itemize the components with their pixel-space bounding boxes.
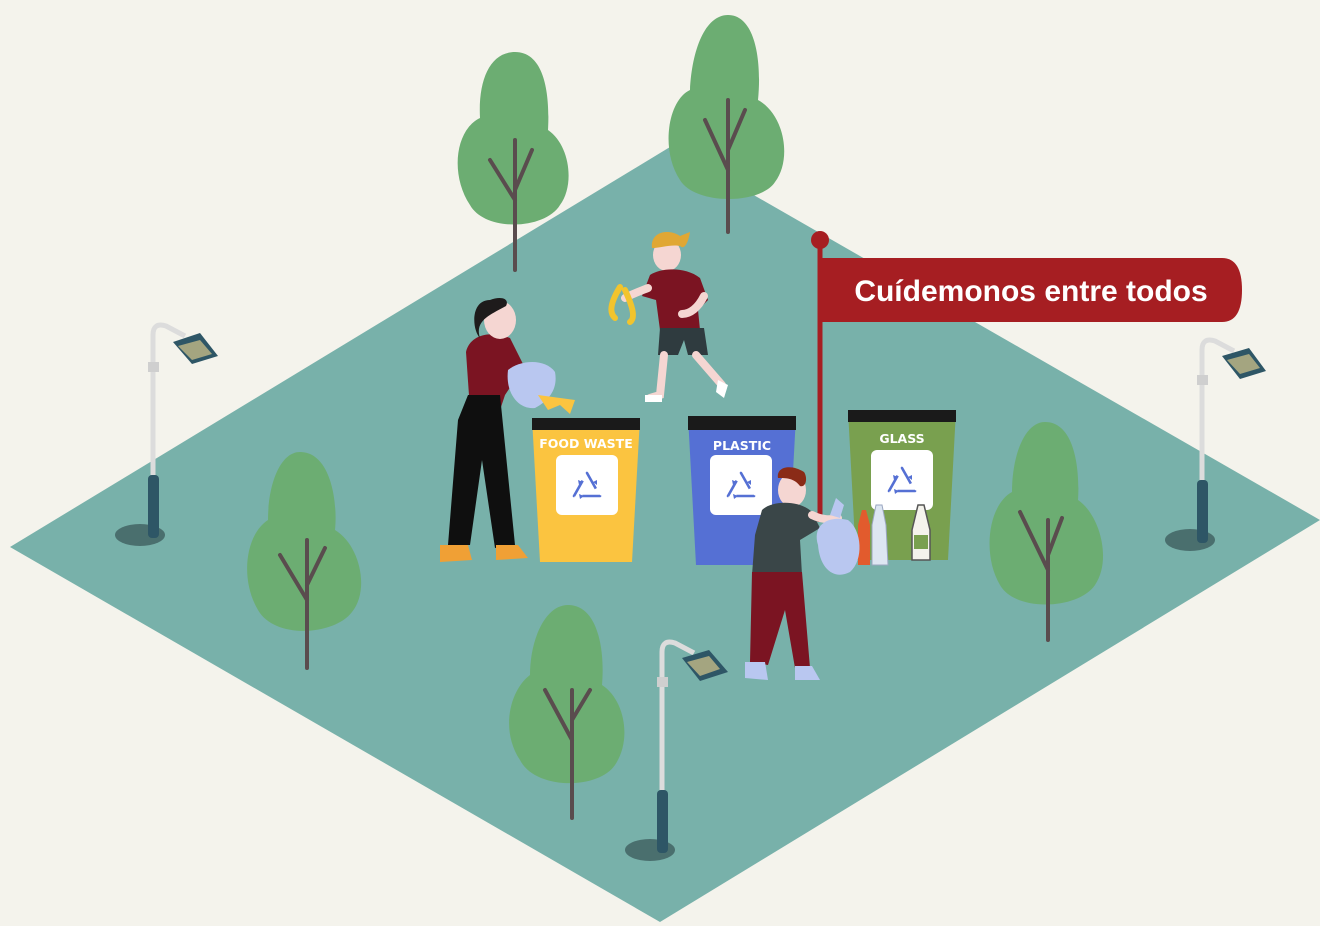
- campaign-banner: Cuídemonos entre todos: [820, 258, 1242, 322]
- girl-with-banana-peel: [608, 232, 728, 402]
- woman-recycling: [440, 298, 575, 562]
- man-with-trash-bag: [745, 467, 860, 680]
- street-lamp-left: [115, 322, 218, 546]
- tree-front: [509, 605, 625, 820]
- tree-left: [247, 452, 362, 670]
- banner-text: Cuídemonos entre todos: [854, 275, 1207, 308]
- street-lamp-front: [625, 639, 728, 861]
- park-ground: [10, 147, 1320, 922]
- bin-label-food-waste: FOOD WASTE: [539, 436, 633, 451]
- tree-right: [989, 422, 1104, 642]
- tree-back-left: [457, 52, 569, 272]
- bin-label-plastic: PLASTIC: [713, 438, 771, 453]
- tree-back-center: [668, 15, 785, 234]
- glass-bottles: [858, 504, 931, 566]
- bin-food-waste: FOOD WASTE: [532, 418, 640, 562]
- bin-label-glass: GLASS: [879, 431, 924, 446]
- street-lamp-right: [1165, 337, 1266, 551]
